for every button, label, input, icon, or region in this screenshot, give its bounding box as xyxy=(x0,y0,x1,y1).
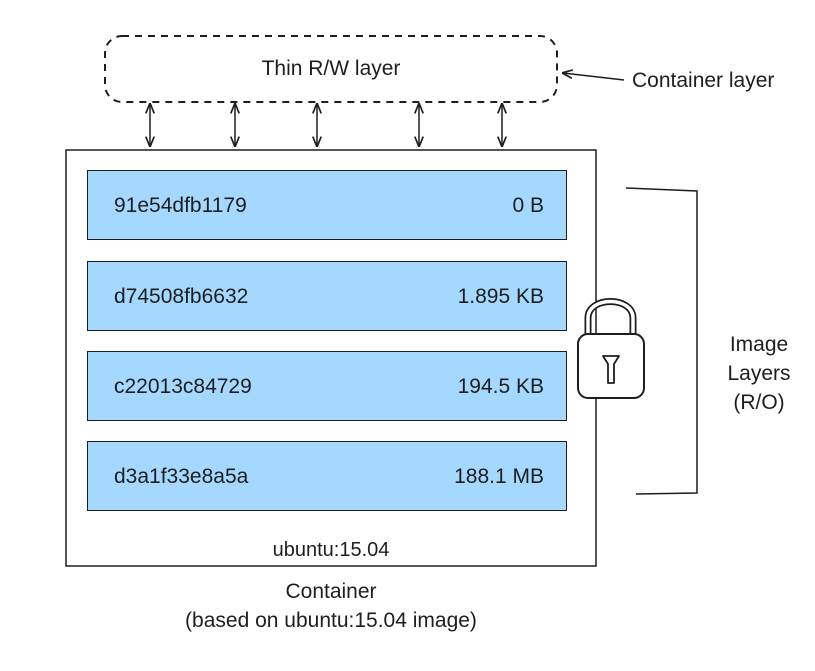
layer-size: 0 B xyxy=(512,194,544,217)
rw-connector-arrows xyxy=(150,104,502,146)
image-layers-label: Image Layers (R/O) xyxy=(727,333,791,414)
container-subtitle: (based on ubuntu:15.04 image) xyxy=(185,609,477,632)
layer-id: d3a1f33e8a5a xyxy=(114,465,249,488)
rw-layer-box xyxy=(104,35,558,103)
padlock-icon xyxy=(577,298,645,399)
layer-id: 91e54dfb1179 xyxy=(114,194,247,217)
layer-id: c22013c84729 xyxy=(114,375,252,398)
container-label: Container xyxy=(285,580,377,603)
image-layer-2: d74508fb6632 1.895 KB xyxy=(87,261,567,331)
layer-size: 194.5 KB xyxy=(457,375,544,398)
image-layers-bracket xyxy=(625,187,698,495)
layer-id: d74508fb6632 xyxy=(114,285,249,308)
image-name-label: ubuntu:15.04 xyxy=(272,539,390,561)
image-layer-3: c22013c84729 194.5 KB xyxy=(87,351,567,421)
layer-size: 188.1 MB xyxy=(454,465,544,488)
layer-size: 1.895 KB xyxy=(457,285,544,308)
container-layer-arrow xyxy=(563,73,625,81)
rw-layer-label: Thin R/W layer xyxy=(261,57,401,80)
image-layer-4: d3a1f33e8a5a 188.1 MB xyxy=(87,441,567,511)
container-layer-label: Container layer xyxy=(632,69,775,92)
image-layer-1: 91e54dfb1179 0 B xyxy=(87,170,567,240)
